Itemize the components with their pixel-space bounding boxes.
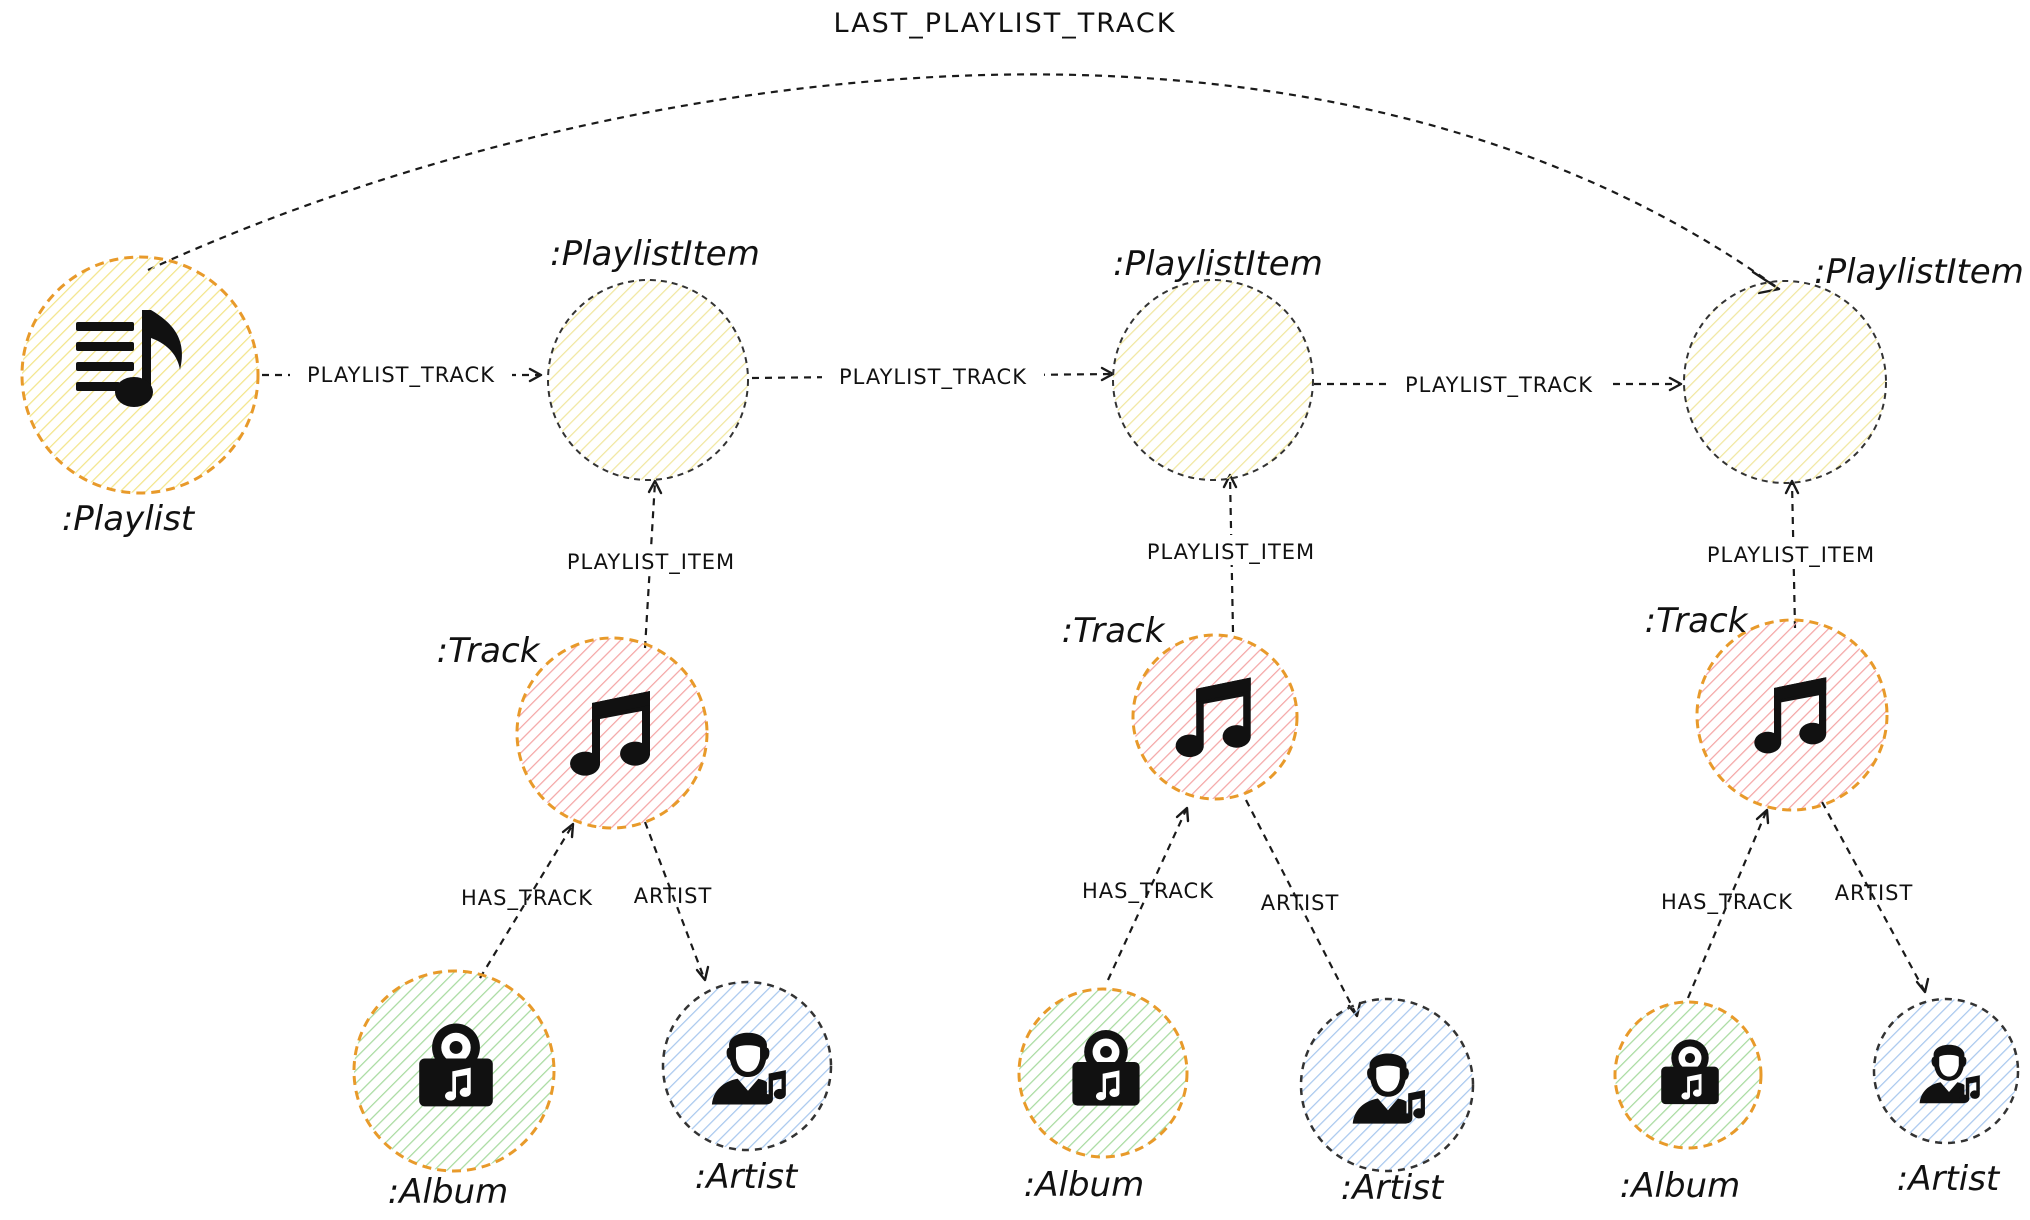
edge-label-last-playlist-track: LAST_PLAYLIST_TRACK (834, 8, 1177, 39)
album-node (1017, 987, 1189, 1159)
track-node (1695, 618, 1889, 812)
artist-node (1299, 997, 1475, 1173)
edge-label-artist-1: ARTIST (634, 884, 713, 908)
node-label-playlist-item: :PlaylistItem (1814, 252, 2024, 292)
edge-artist-1 (643, 821, 706, 979)
album-node (1613, 1000, 1763, 1150)
arrowhead (647, 479, 663, 495)
edge-label-has-track-2: HAS_TRACK (1082, 879, 1214, 904)
track-node (515, 636, 709, 830)
playlist-node (20, 255, 260, 495)
edge-artist-2 (1245, 799, 1357, 1015)
node-label-playlist-item: :PlaylistItem (1113, 244, 1323, 284)
playlist-item-node (1112, 279, 1314, 481)
playlist-item-node (1683, 280, 1887, 484)
edge-label-bg (548, 545, 754, 575)
arrowhead (695, 965, 710, 982)
arrowhead (528, 367, 543, 383)
edge-has-track-1 (479, 825, 573, 979)
edge-has-track-2 (1107, 809, 1187, 981)
edge-label-has-track-1: HAS_TRACK (461, 886, 593, 911)
track-node (1131, 633, 1299, 801)
artist-node (1872, 997, 2020, 1145)
edge-label-bg (290, 358, 512, 388)
edge-label-artist-2: ARTIST (1261, 891, 1340, 915)
node-label-album: :Album (1620, 1166, 1740, 1206)
node-label-playlist-item: :PlaylistItem (550, 234, 760, 274)
artist-node (661, 980, 833, 1152)
arrowhead (1915, 977, 1930, 994)
node-label-track: :Track (1062, 611, 1166, 651)
arrowhead (1175, 806, 1190, 823)
edge-label-playlist-track-2: PLAYLIST_TRACK (839, 365, 1027, 390)
arrowhead (1668, 376, 1683, 392)
edge-label-bg (1128, 535, 1334, 565)
edge-label-playlist-item-3: PLAYLIST_ITEM (1707, 543, 1875, 568)
node-label-album: :Album (388, 1172, 508, 1212)
album-node (352, 969, 556, 1173)
node-label-album: :Album (1024, 1165, 1144, 1205)
node-label-artist: :Artist (1897, 1159, 2001, 1199)
edge-label-playlist-track-1: PLAYLIST_TRACK (307, 363, 495, 388)
node-label-artist: :Artist (695, 1157, 799, 1197)
edge-playlist-track-2 (751, 372, 1113, 380)
edge-label-artist-3: ARTIST (1835, 881, 1914, 905)
edge-label-playlist-track-3: PLAYLIST_TRACK (1405, 373, 1593, 398)
node-label-track: :Track (437, 631, 541, 671)
node-label-playlist: :Playlist (62, 499, 196, 539)
edge-label-bg (1688, 538, 1894, 568)
arrowhead (1755, 808, 1770, 825)
edge-label-bg (1388, 368, 1610, 398)
node-label-artist: :Artist (1341, 1168, 1445, 1208)
edge-label-playlist-item-1: PLAYLIST_ITEM (567, 550, 735, 575)
edge-last-playlist-track (147, 73, 1776, 287)
edge-playlist-item-3 (1790, 481, 1797, 629)
edge-artist-3 (1821, 801, 1925, 991)
arrowhead (561, 822, 575, 839)
playlist-item-node (547, 279, 749, 481)
edge-label-bg (822, 360, 1044, 390)
node-label-track: :Track (1645, 601, 1749, 641)
edge-label-playlist-item-2: PLAYLIST_ITEM (1147, 540, 1315, 565)
edge-label-has-track-3: HAS_TRACK (1661, 890, 1793, 915)
